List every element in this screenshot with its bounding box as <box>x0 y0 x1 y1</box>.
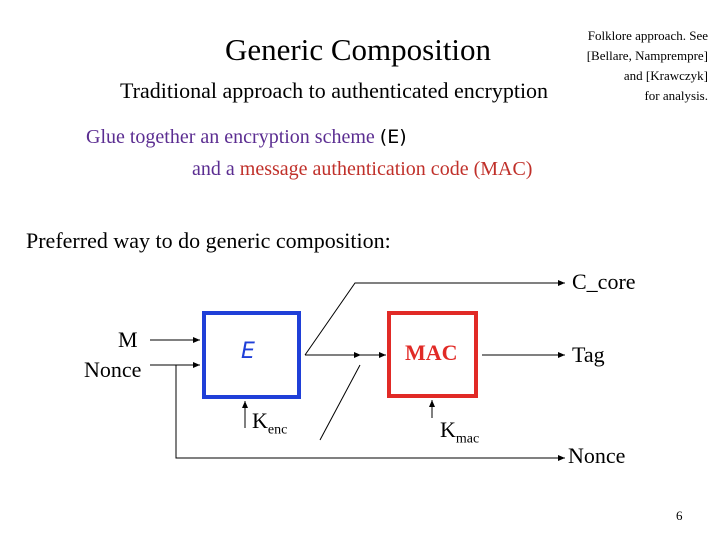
glue-enc-symbol: E <box>387 126 400 148</box>
tag-output-label: Tag <box>572 342 605 367</box>
glue-text: Glue together an encryption scheme <box>86 126 375 148</box>
preferred-heading: Preferred way to do generic composition: <box>26 228 391 253</box>
sidenote-line: [Bellare, Namprempre] <box>586 48 708 63</box>
glue-open-paren: ( <box>379 126 388 148</box>
enc-box-label: E <box>241 339 255 364</box>
glue-line-2: and a message authentication code (MAC) <box>192 158 532 181</box>
slide-subtitle: Traditional approach to authenticated en… <box>120 78 549 103</box>
mac-box <box>387 311 478 398</box>
m-label: M <box>118 327 138 352</box>
slide-title: Generic Composition <box>225 32 492 67</box>
nonce-to-mac-line <box>319 364 361 441</box>
k-enc-base: K <box>252 408 268 433</box>
glue-close-paren: ) <box>399 126 407 148</box>
ccore-output-label: C_core <box>572 269 636 294</box>
sidenote-line: Folklore approach. See <box>587 28 708 43</box>
glue-mac-text: message authentication code (MAC) <box>239 158 533 180</box>
nonce-output-label: Nonce <box>568 443 626 468</box>
ccore-branch-line <box>304 280 565 356</box>
sidenote: Folklore approach. See [Bellare, Namprem… <box>530 26 708 106</box>
k-mac-label: Kmac <box>440 417 479 447</box>
k-enc-label: Kenc <box>252 408 287 438</box>
glue-line-1: Glue together an encryption scheme (E) <box>86 126 407 149</box>
nonce-input-label: Nonce <box>84 357 142 382</box>
sidenote-line: for analysis. <box>644 88 708 103</box>
enc-box <box>202 311 301 399</box>
nonce-bypass-line <box>175 365 565 461</box>
page-number: 6 <box>676 508 683 523</box>
mac-box-label: MAC <box>405 340 458 365</box>
sidenote-line: and [Krawczyk] <box>623 68 708 83</box>
k-enc-sub: enc <box>267 422 288 438</box>
k-mac-base: K <box>440 417 456 442</box>
glue-prefix: and a <box>192 158 240 180</box>
k-mac-sub: mac <box>455 431 480 447</box>
